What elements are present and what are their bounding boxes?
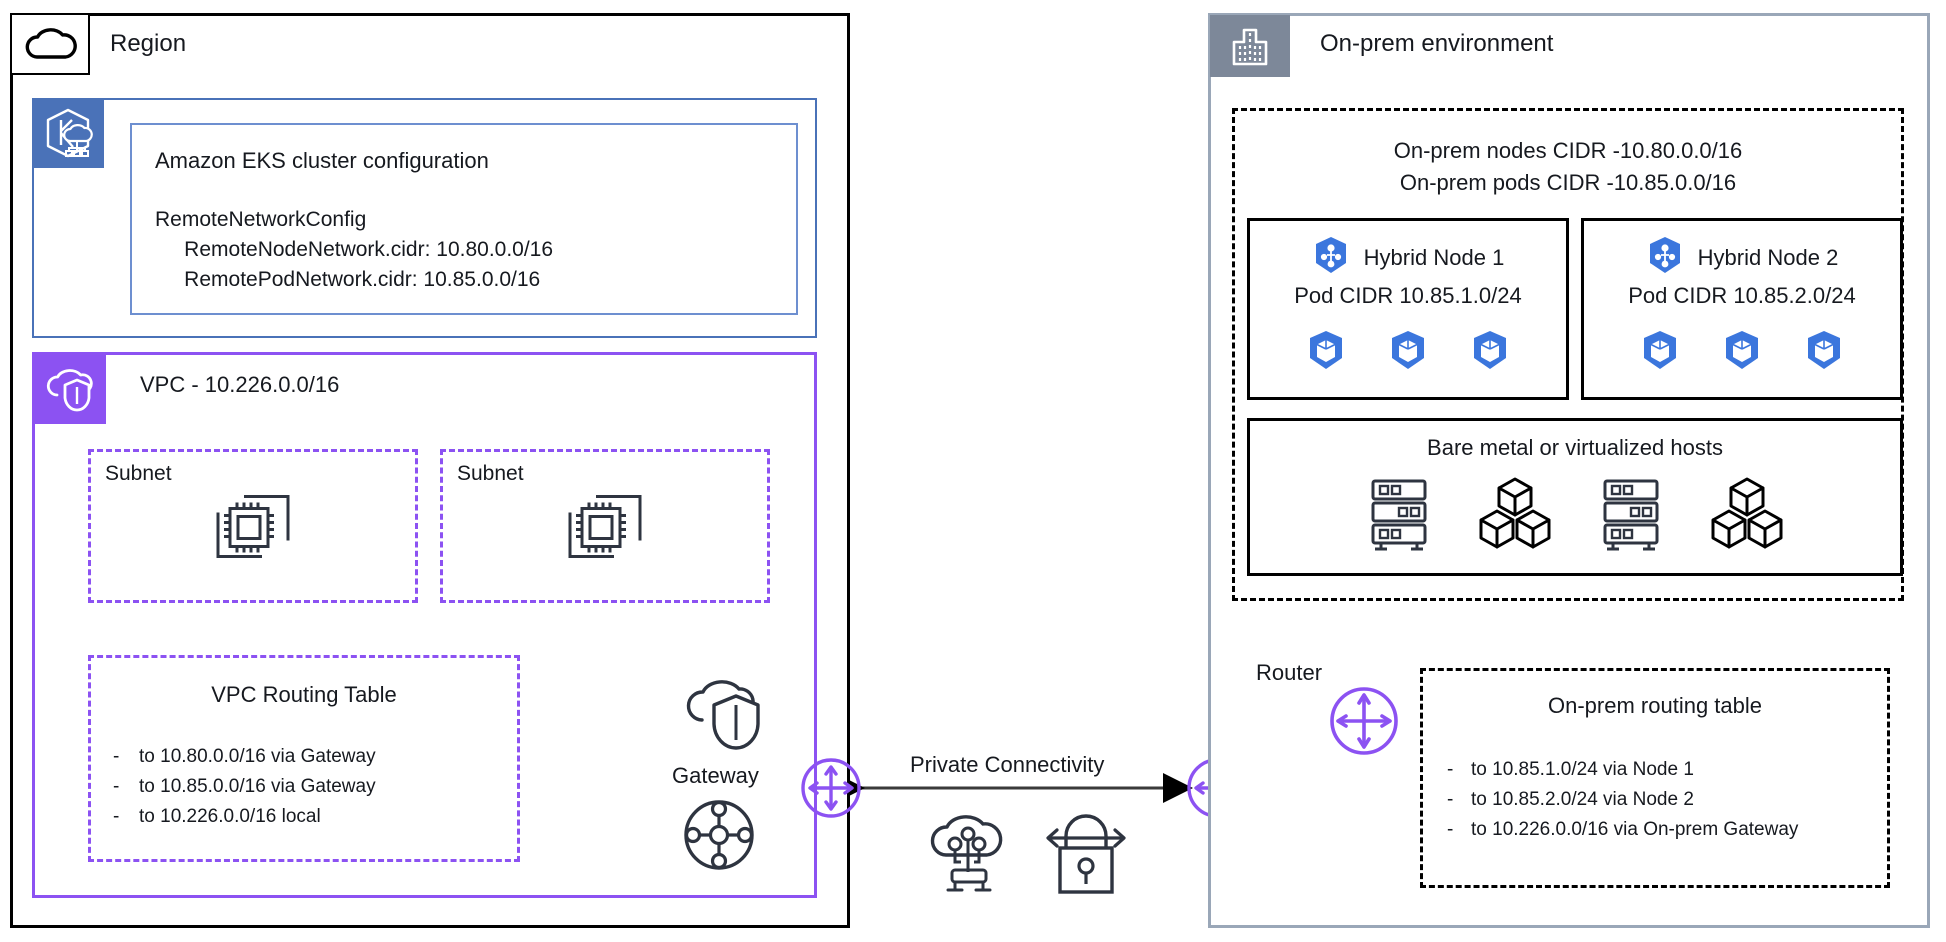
amazon-eks-icon	[32, 98, 104, 168]
vpc-routing-table: VPC Routing Table -to 10.80.0.0/16 via G…	[88, 655, 520, 862]
route-row: -to 10.226.0.0/16 via On-prem Gateway	[1447, 815, 1798, 845]
bullet: -	[113, 776, 120, 798]
pod-icon	[1722, 329, 1762, 376]
hybrid-node-cidr: Pod CIDR 10.85.2.0/24	[1628, 283, 1856, 308]
router-label: Router	[1256, 660, 1323, 685]
server-rack-icon	[1593, 473, 1669, 558]
route-row: -to 10.85.0.0/16 via Gateway	[113, 772, 376, 802]
vpc-cloud-shield-icon	[34, 354, 106, 424]
cloud-icon	[10, 13, 90, 75]
bullet: -	[1447, 789, 1454, 811]
hybrid-node-cidr: Pod CIDR 10.85.1.0/24	[1294, 283, 1522, 308]
bare-metal-hosts-container: Bare metal or virtualized hosts	[1247, 418, 1903, 576]
gateway-label: Gateway	[672, 763, 759, 788]
eks-config-title: Amazon EKS cluster configuration	[155, 148, 489, 173]
region-title: Region	[110, 30, 187, 57]
hybrid-node-name: Hybrid Node 1	[1363, 244, 1505, 270]
ec2-instances-icon	[562, 488, 648, 569]
eks-remote-network-config: RemoteNetworkConfig RemoteNodeNetwork.ci…	[155, 208, 554, 291]
route-row: -to 10.226.0.0/16 local	[113, 802, 376, 832]
bare-metal-icons	[1250, 473, 1900, 558]
direct-connect-icon	[922, 800, 1022, 903]
bullet: -	[113, 746, 120, 767]
gateway-router-icon	[800, 757, 862, 824]
kubernetes-node-icon	[1646, 235, 1684, 280]
router-icon	[1328, 685, 1400, 762]
kubernetes-node-icon	[1312, 235, 1350, 280]
vpc-routing-table-title: VPC Routing Table	[211, 682, 397, 707]
onprem-routing-table-title: On-prem routing table	[1548, 693, 1762, 718]
subnet-2: Subnet	[440, 449, 770, 603]
route-text: to 10.85.1.0/24 via Node 1	[1471, 759, 1694, 780]
pod-row	[1584, 329, 1900, 376]
bare-metal-title: Bare metal or virtualized hosts	[1427, 435, 1723, 460]
pod-icon	[1804, 329, 1844, 376]
pod-icon	[1306, 329, 1346, 376]
transit-gateway-icon	[682, 798, 756, 877]
bullet: -	[1447, 759, 1454, 780]
hybrid-node-header: Hybrid Node 1	[1250, 235, 1566, 280]
route-text: to 10.85.0.0/16 via Gateway	[139, 776, 376, 798]
subnet-label: Subnet	[457, 462, 524, 485]
onprem-cidr-text: On-prem nodes CIDR -10.80.0.0/16 On-prem…	[1393, 138, 1743, 195]
onprem-routing-table: On-prem routing table -to 10.85.1.0/24 v…	[1420, 668, 1890, 888]
route-text: to 10.226.0.0/16 local	[139, 806, 321, 828]
vpn-lock-icon	[1040, 796, 1132, 901]
route-text: to 10.85.2.0/24 via Node 2	[1471, 789, 1694, 811]
route-row: -to 10.85.2.0/24 via Node 2	[1447, 785, 1798, 815]
eks-config-inner	[130, 123, 798, 315]
subnet-1: Subnet	[88, 449, 418, 603]
container-cubes-icon	[1705, 473, 1789, 558]
hybrid-node-header: Hybrid Node 2	[1584, 235, 1900, 280]
server-rack-icon	[1361, 473, 1437, 558]
vpc-routing-table-routes: -to 10.80.0.0/16 via Gateway -to 10.85.0…	[113, 742, 376, 832]
subnet-label: Subnet	[105, 462, 172, 485]
container-cubes-icon	[1473, 473, 1557, 558]
route-row: -to 10.80.0.0/16 via Gateway	[113, 742, 376, 772]
private-connectivity-label: Private Connectivity	[910, 752, 1105, 777]
building-icon	[1210, 15, 1290, 77]
pod-icon	[1640, 329, 1680, 376]
cloud-shield-icon	[680, 672, 768, 759]
pod-icon	[1470, 329, 1510, 376]
hybrid-node-1: Hybrid Node 1 Pod CIDR 10.85.1.0/24	[1247, 218, 1569, 400]
onprem-routing-table-routes: -to 10.85.1.0/24 via Node 1 -to 10.85.2.…	[1447, 755, 1798, 845]
pod-icon	[1388, 329, 1428, 376]
vpc-title: VPC - 10.226.0.0/16	[140, 372, 340, 397]
hybrid-node-2: Hybrid Node 2 Pod CIDR 10.85.2.0/24	[1581, 218, 1903, 400]
route-text: to 10.80.0.0/16 via Gateway	[139, 746, 376, 767]
onprem-title: On-prem environment	[1320, 30, 1554, 57]
bullet: -	[1447, 819, 1454, 841]
route-row: -to 10.85.1.0/24 via Node 1	[1447, 755, 1798, 785]
pod-row	[1250, 329, 1566, 376]
bullet: -	[113, 806, 120, 828]
ec2-instances-icon	[210, 488, 296, 569]
route-text: to 10.226.0.0/16 via On-prem Gateway	[1471, 819, 1799, 841]
hybrid-node-name: Hybrid Node 2	[1697, 244, 1839, 270]
